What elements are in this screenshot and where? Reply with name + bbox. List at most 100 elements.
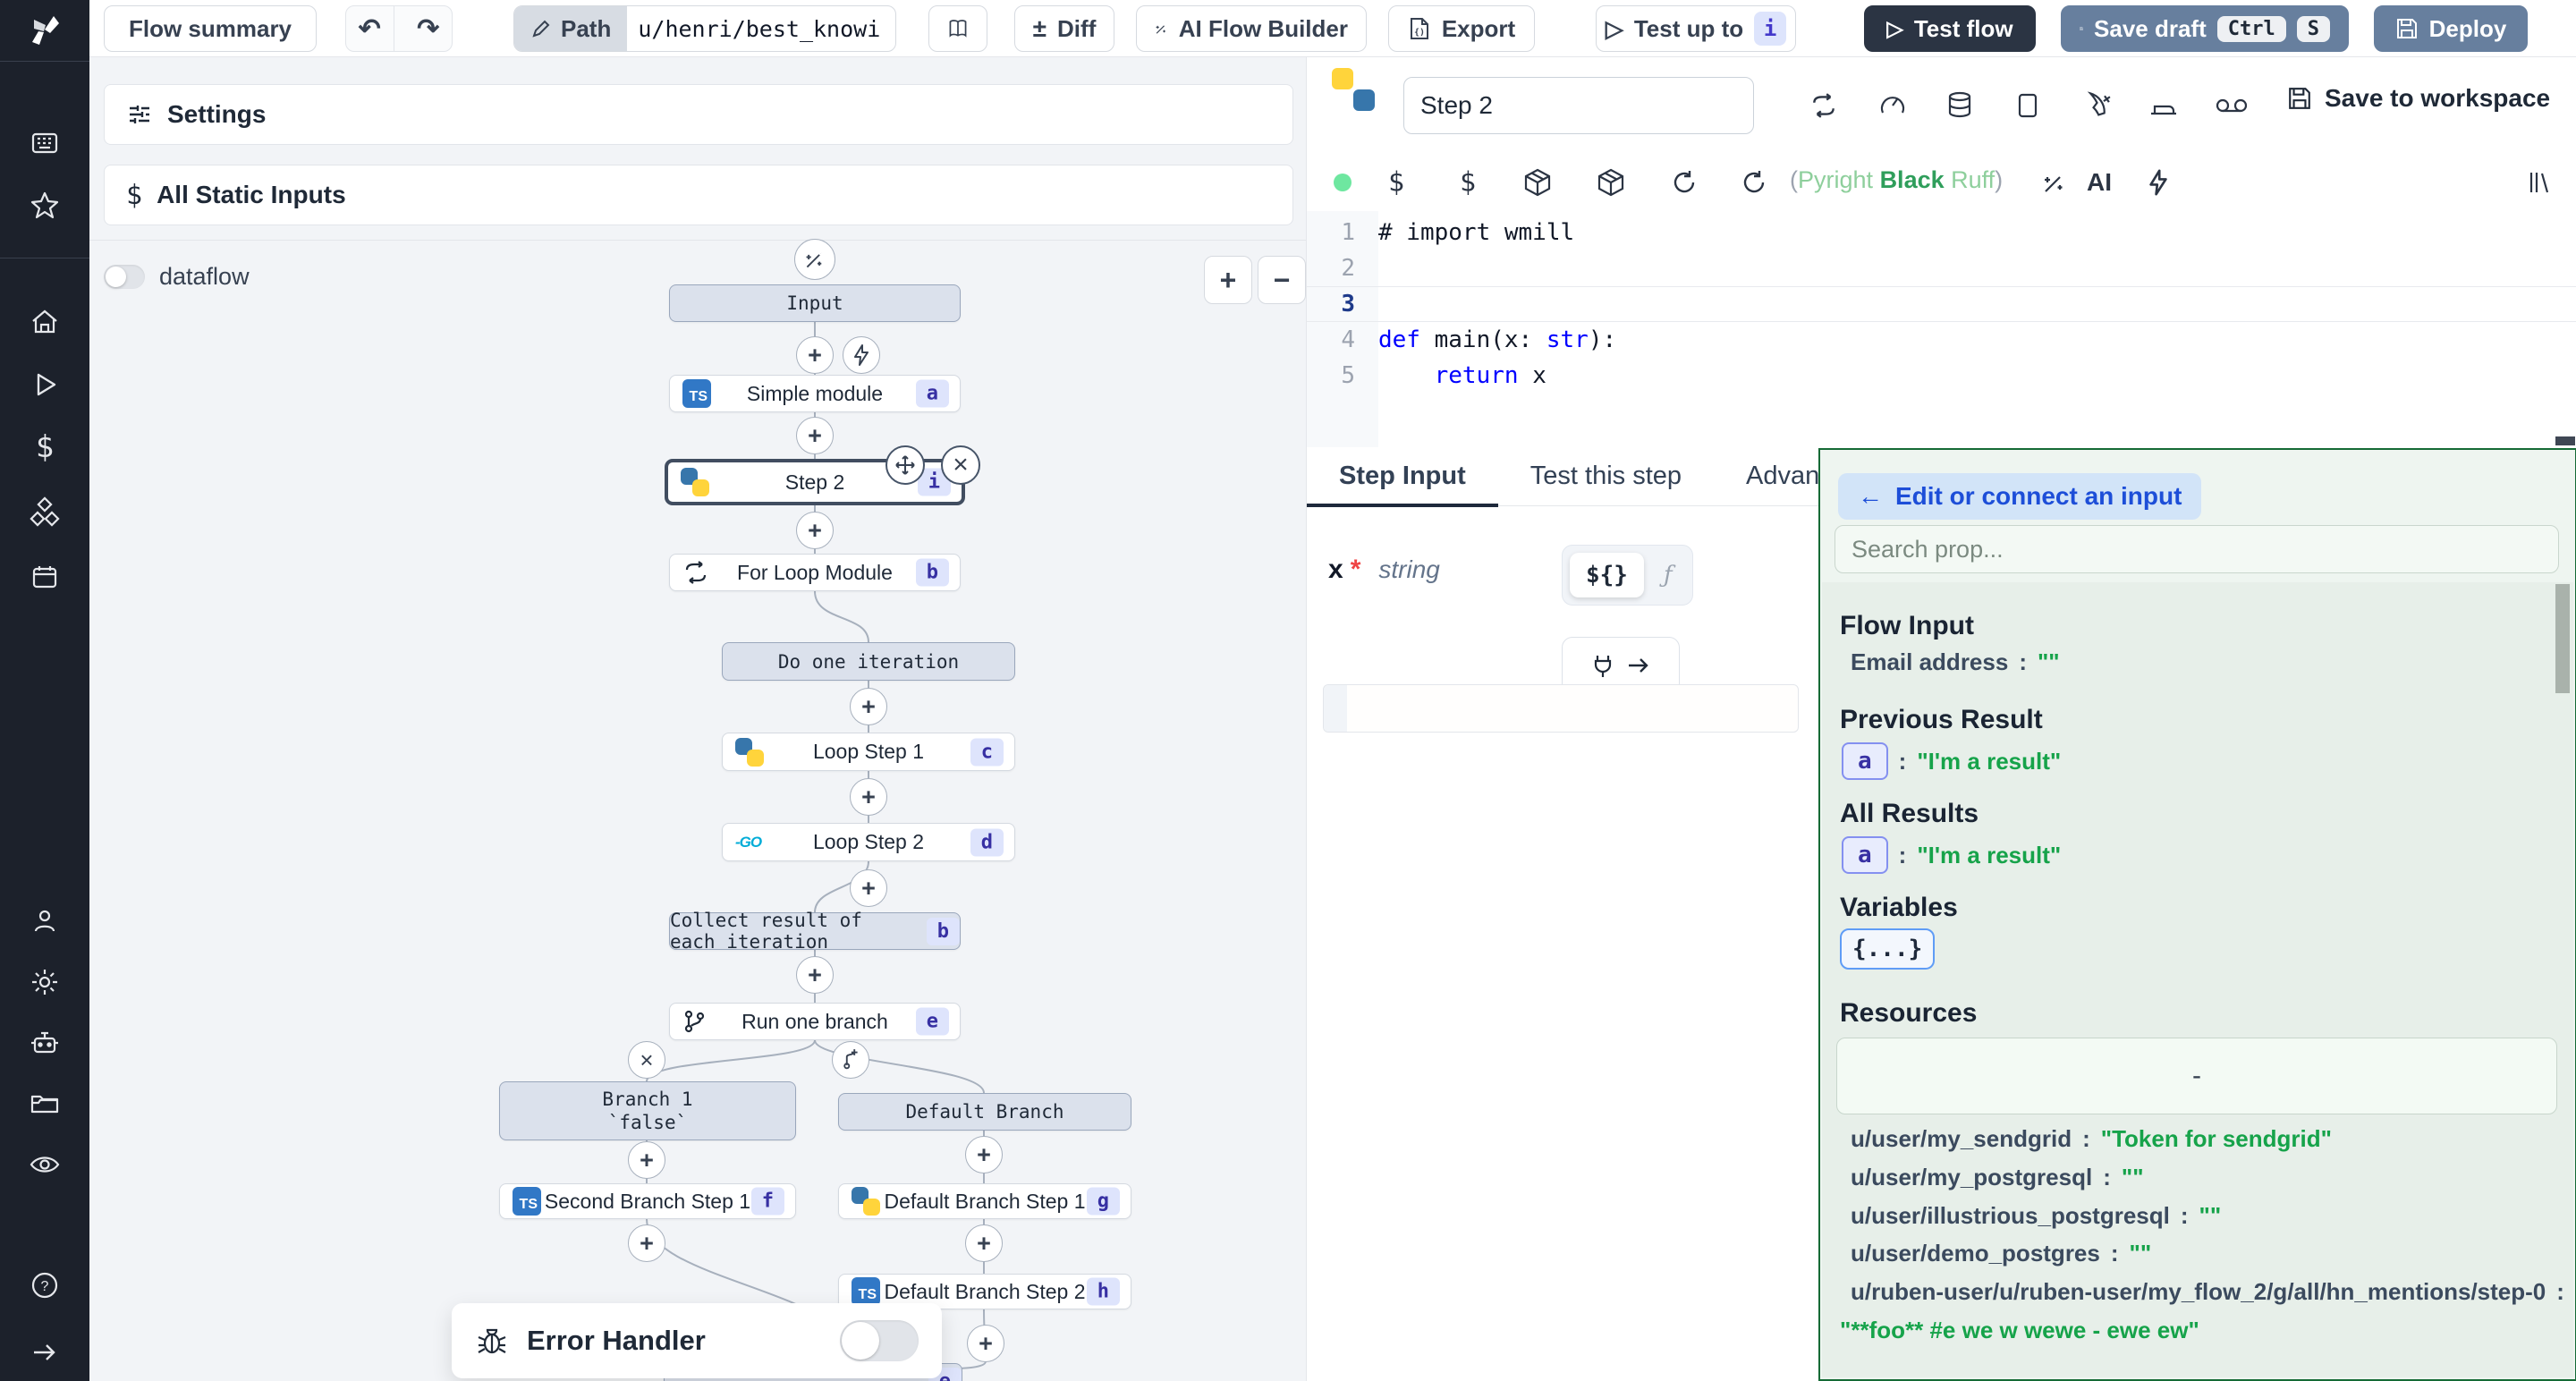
error-handler-toggle[interactable] — [840, 1320, 919, 1361]
code-assistants-status[interactable]: (Pyright Black Ruff) — [1790, 166, 2003, 194]
add-branch-button[interactable] — [832, 1041, 869, 1079]
redo-icon[interactable]: ↷ — [417, 13, 440, 44]
zoom-in-button[interactable]: + — [1204, 256, 1252, 304]
resource-row[interactable]: u/user/my_postgresql: "" — [1851, 1164, 2144, 1191]
ai-flow-builder-button[interactable]: AI Flow Builder — [1136, 5, 1367, 52]
insert-step-button[interactable]: + — [628, 1224, 665, 1262]
variables-object-chip[interactable]: {...} — [1840, 928, 1936, 970]
tab-test-this-step[interactable]: Test this step — [1498, 447, 1714, 505]
insert-step-button[interactable]: + — [628, 1141, 665, 1179]
insert-step-button[interactable]: + — [796, 417, 834, 454]
node-loop-step-1[interactable]: Loop Step 1 c — [722, 733, 1015, 771]
delete-step-button[interactable]: × — [941, 445, 980, 485]
node-run-one-branch[interactable]: Run one branch e — [669, 1003, 961, 1040]
library-icon[interactable] — [2526, 169, 2553, 196]
template-mode-button[interactable]: ${} — [1570, 553, 1644, 597]
user-icon[interactable] — [30, 906, 60, 936]
flow-summary-button[interactable]: Flow summary — [104, 5, 317, 52]
insert-step-button[interactable]: + — [850, 869, 887, 907]
sleep-icon[interactable] — [2148, 92, 2179, 119]
collapse-sidebar-arrow-icon[interactable] — [30, 1337, 60, 1368]
save-draft-button[interactable]: Save draft Ctrl S — [2061, 5, 2349, 52]
audit-eye-icon[interactable] — [28, 1148, 62, 1182]
early-stop-gauge-icon[interactable] — [1878, 91, 1907, 120]
path-label-segment[interactable]: Path — [514, 6, 628, 51]
undo-icon[interactable]: ↶ — [346, 6, 394, 51]
node-default-branch[interactable]: Default Branch — [838, 1093, 1131, 1131]
zoom-out-button[interactable]: − — [1258, 256, 1306, 304]
insert-step-button[interactable]: + — [967, 1325, 1004, 1362]
insert-step-button[interactable]: + — [796, 956, 834, 994]
tab-step-input[interactable]: Step Input — [1307, 447, 1498, 507]
insert-step-button[interactable]: + — [850, 778, 887, 816]
connect-input-button[interactable] — [1562, 637, 1680, 694]
windmill-logo-icon[interactable] — [27, 13, 63, 48]
prop-flow-input-email[interactable]: Email address: "" — [1851, 648, 2060, 676]
prop-search-input[interactable] — [1835, 525, 2559, 573]
bolt-icon[interactable] — [2148, 169, 2169, 196]
node-collect-result[interactable]: Collect result of each iteration b — [669, 910, 961, 953]
node-input[interactable]: Input — [669, 284, 961, 322]
workers-robot-icon[interactable] — [29, 1027, 61, 1059]
step-inputs-icon[interactable]: $ — [1459, 166, 1477, 199]
package-lock-icon[interactable] — [1597, 168, 1624, 197]
insert-step-button[interactable]: + — [850, 688, 887, 725]
folders-icon[interactable] — [29, 1088, 61, 1120]
node-second-branch-step-1[interactable]: TS Second Branch Step 1 f — [499, 1183, 796, 1219]
runs-icon[interactable] — [30, 369, 60, 400]
settings-gear-icon[interactable] — [29, 966, 61, 998]
test-up-to-button[interactable]: ▷ Test up to i — [1596, 5, 1796, 52]
node-default-branch-step-1[interactable]: Default Branch Step 1 g — [838, 1183, 1131, 1219]
resource-row[interactable]: u/ruben-user/u/ruben-user/my_flow_2/g/al… — [1851, 1278, 2564, 1306]
all-static-inputs-card[interactable]: $ All Static Inputs — [104, 165, 1293, 225]
edit-or-connect-pill[interactable]: ← Edit or connect an input — [1838, 473, 2202, 520]
docs-book-button[interactable] — [928, 5, 987, 52]
resource-row[interactable]: u/user/demo_postgres: "" — [1851, 1240, 2151, 1267]
reset-icon[interactable] — [1741, 169, 1767, 196]
remove-branch-button[interactable]: × — [628, 1041, 665, 1079]
step-title-input[interactable] — [1403, 77, 1754, 134]
retries-icon[interactable] — [1809, 93, 1838, 118]
node-loop-step-2[interactable]: -GO Loop Step 2 d — [722, 823, 1015, 861]
function-mode-button[interactable]: ƒ — [1663, 562, 1673, 589]
node-do-one-iteration[interactable]: Do one iteration — [722, 642, 1015, 681]
mock-voicemail-icon[interactable] — [2215, 96, 2249, 115]
insert-step-button[interactable]: + — [796, 336, 834, 374]
deploy-button[interactable]: Deploy — [2374, 5, 2528, 52]
home-icon[interactable] — [30, 307, 60, 337]
static-inputs-icon[interactable]: $ — [1387, 166, 1405, 199]
path-input[interactable]: u/henri/best_knowi — [638, 15, 881, 42]
insert-step-button[interactable]: + — [796, 512, 834, 549]
diff-button[interactable]: ± Diff — [1014, 5, 1114, 52]
node-for-loop-module[interactable]: For Loop Module b — [669, 554, 961, 591]
move-step-handle[interactable] — [886, 445, 925, 485]
cache-database-icon[interactable] — [1946, 90, 1973, 121]
scrollbar-thumb[interactable] — [2555, 584, 2570, 693]
export-button[interactable]: {) Export — [1388, 5, 1535, 52]
resource-row-value-wrap[interactable]: "**foo** #e we w wewe - ewe ew" — [1840, 1317, 2199, 1344]
ai-label[interactable]: AI — [2087, 168, 2112, 196]
resource-row[interactable]: u/user/my_sendgrid: "Token for sendgrid" — [1851, 1125, 2332, 1153]
variables-icon[interactable]: $ — [35, 429, 55, 465]
suspend-phone-icon[interactable] — [2083, 91, 2112, 120]
canvas-wand-button[interactable] — [794, 239, 835, 280]
workspace-switcher-icon[interactable] — [30, 128, 60, 158]
argument-value-field[interactable] — [1323, 684, 1799, 733]
concurrency-icon[interactable] — [2015, 91, 2040, 120]
schedules-icon[interactable] — [30, 562, 60, 592]
node-branch-1[interactable]: Branch 1 `false` — [499, 1081, 796, 1140]
resources-default-select[interactable]: - — [1836, 1038, 2557, 1114]
reload-icon[interactable] — [1671, 169, 1698, 196]
prop-all-results-a[interactable]: a : "I'm a result" — [1842, 836, 2061, 874]
package-icon[interactable] — [1524, 168, 1551, 197]
flow-settings-card[interactable]: Settings — [104, 84, 1293, 145]
ai-gen-button[interactable] — [2042, 170, 2067, 195]
dataflow-toggle[interactable] — [104, 265, 145, 289]
save-to-workspace-button[interactable]: Save to workspace — [2287, 84, 2550, 113]
favorites-star-icon[interactable] — [29, 190, 61, 222]
test-flow-button[interactable]: ▷ Test flow — [1864, 5, 2036, 52]
resources-icon[interactable] — [29, 496, 61, 529]
prop-previous-result-a[interactable]: a : "I'm a result" — [1842, 742, 2061, 780]
resource-row[interactable]: u/user/illustrious_postgresql: "" — [1851, 1202, 2221, 1230]
trigger-bolt-button[interactable] — [843, 336, 880, 374]
